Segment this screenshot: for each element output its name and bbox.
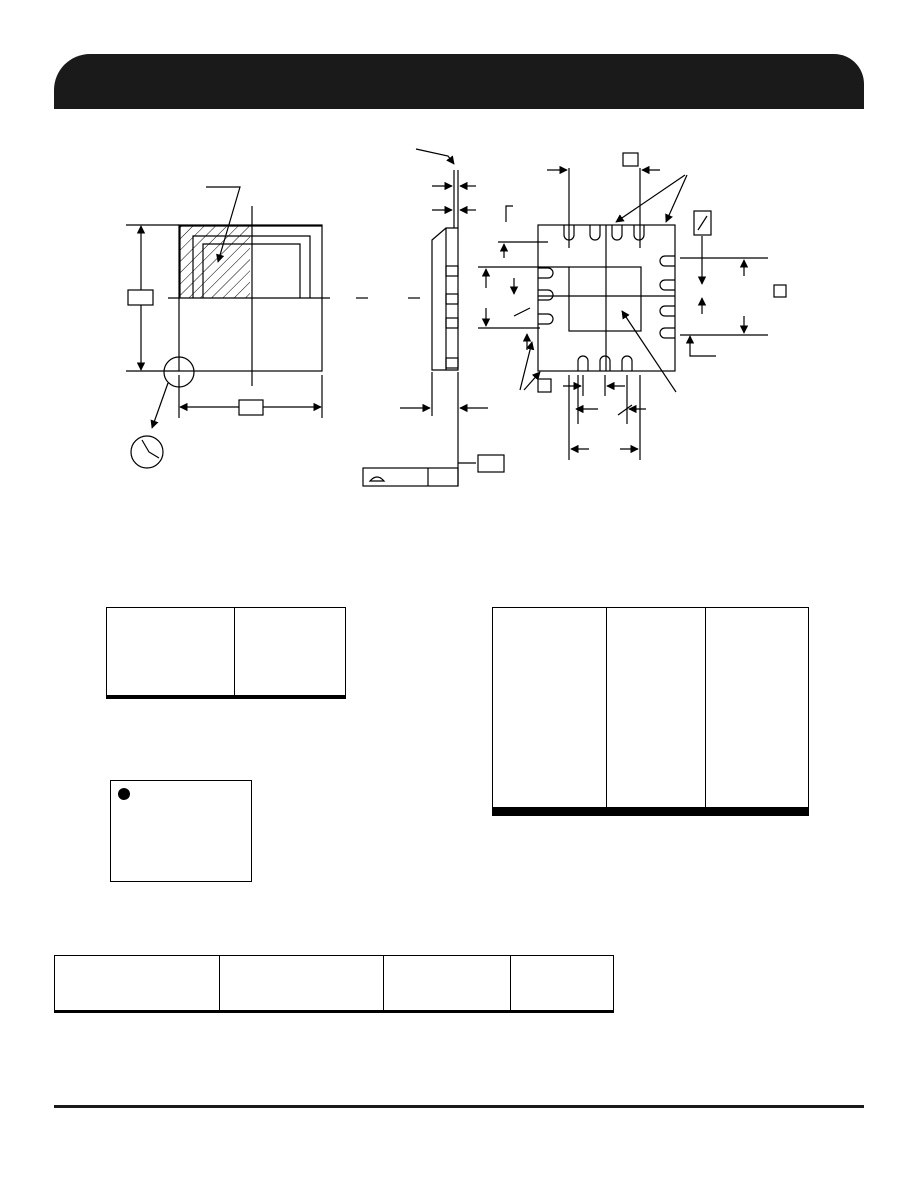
footer-rule bbox=[54, 1105, 864, 1108]
pin1-dot-icon bbox=[118, 788, 130, 800]
table-row bbox=[54, 1011, 614, 1013]
table-row bbox=[492, 814, 809, 816]
bottom-view bbox=[478, 152, 787, 460]
side-view bbox=[362, 148, 505, 487]
table-row bbox=[106, 607, 346, 696]
table-row bbox=[54, 955, 614, 1011]
dimensions-table-b bbox=[492, 607, 809, 816]
table-row bbox=[492, 607, 809, 808]
table-row bbox=[106, 697, 346, 699]
marking-diagram bbox=[110, 780, 252, 882]
header-bar bbox=[54, 54, 864, 109]
package-outline-drawing bbox=[126, 148, 787, 487]
top-view bbox=[126, 186, 420, 469]
dimensions-table-a bbox=[106, 607, 346, 699]
ordering-table bbox=[54, 955, 614, 1013]
